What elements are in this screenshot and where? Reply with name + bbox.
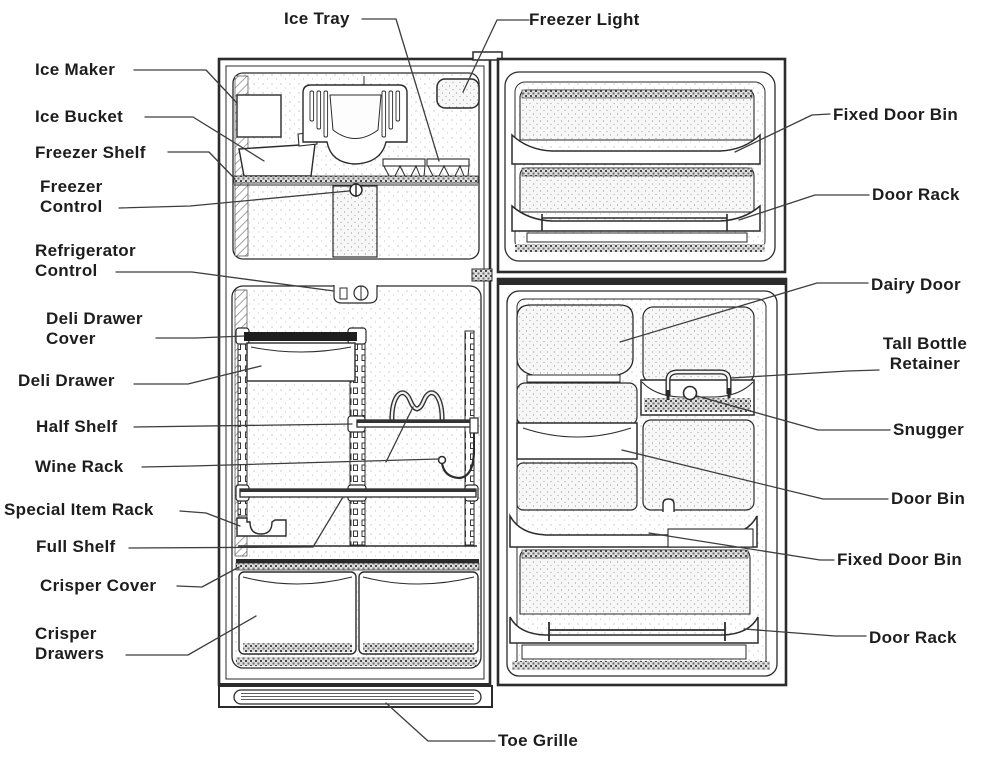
label-ice-tray: Ice Tray <box>284 9 350 28</box>
label-crisper-drawers: Crisper Drawers <box>35 624 105 663</box>
freezer-shelf-part <box>233 175 479 184</box>
leader-wine-rack-branch <box>385 406 414 463</box>
fixed-door-bin-step <box>667 528 754 548</box>
leader-deli-drawer-cover <box>155 335 245 339</box>
toe-grille-part <box>218 685 493 708</box>
leader-fixed-door-bin-fridge <box>648 532 835 561</box>
leader-lines <box>115 18 891 742</box>
label-half-shelf: Half Shelf <box>36 417 118 436</box>
leader-door-rack-fridge <box>743 628 867 637</box>
freezer-door-rack-part <box>511 167 761 232</box>
label-deli-drawer: Deli Drawer <box>18 371 115 390</box>
leader-deli-drawer <box>133 365 262 385</box>
half-shelf-part <box>347 415 479 480</box>
label-freezer-shelf: Freezer Shelf <box>35 143 146 162</box>
leader-door-bin <box>621 449 889 500</box>
crisper-drawer-left <box>238 571 357 655</box>
refrigerator-control-part <box>333 285 378 304</box>
leader-half-shelf <box>133 423 353 428</box>
leader-freezer-shelf <box>167 151 236 180</box>
freezer-light-part <box>436 78 480 109</box>
tall-bottle-retainer-bin <box>640 369 755 416</box>
label-full-shelf: Full Shelf <box>36 537 116 556</box>
leader-fixed-door-bin-freezer <box>734 113 831 153</box>
air-duct <box>332 185 378 258</box>
label-ice-bucket: Ice Bucket <box>35 107 124 126</box>
leader-freezer-control <box>118 190 350 209</box>
freezer-door <box>496 57 787 274</box>
freezer-control-part <box>349 183 363 197</box>
leader-ice-tray <box>361 18 440 162</box>
crisper-cover-part <box>235 545 480 571</box>
label-freezer-control: Freezer Control <box>40 177 103 216</box>
leader-special-item-rack <box>179 510 241 527</box>
label-door-bin: Door Bin <box>891 489 966 508</box>
freezer-compartment <box>232 72 480 260</box>
leader-crisper-drawers <box>125 615 257 656</box>
leader-freezer-light <box>462 19 530 93</box>
rail-right <box>464 330 475 546</box>
top-hinge <box>472 51 503 61</box>
dairy-door-part <box>516 304 634 383</box>
nameplate <box>471 268 493 282</box>
freezer-fixed-door-bin-part <box>511 89 761 165</box>
crisper-drawer-right <box>358 571 479 655</box>
leader-tall-bottle-retainer <box>730 369 880 379</box>
wide-door-bin-front <box>509 498 758 548</box>
wine-rack-part <box>389 390 445 425</box>
refrigerator-door <box>496 277 788 687</box>
leader-door-rack-freezer <box>738 194 870 221</box>
special-item-rack-part <box>236 517 287 537</box>
label-refrigerator-control: Refrigerator Control <box>35 241 136 280</box>
label-wine-rack: Wine Rack <box>35 457 124 476</box>
deli-drawer-part <box>246 342 356 382</box>
leader-toe-grille <box>385 702 496 742</box>
leader-ice-bucket <box>144 116 265 162</box>
full-shelf-part <box>235 484 479 502</box>
door-bin-part <box>516 382 638 460</box>
shelf-hook <box>437 455 447 465</box>
label-toe-grille: Toe Grille <box>498 731 579 750</box>
leader-dairy-door <box>619 282 869 343</box>
leader-refrigerator-control <box>115 271 335 292</box>
fridge-fixed-door-bin-part <box>519 549 751 615</box>
snugger-part <box>682 385 698 401</box>
fridge-door-rack-part <box>509 616 759 644</box>
fresh-food-compartment <box>219 285 490 685</box>
leader-crisper-cover <box>176 566 240 588</box>
label-deli-drawer-cover: Deli Drawer Cover <box>46 309 143 348</box>
ice-bucket-part <box>238 143 316 177</box>
leader-ice-maker <box>133 69 238 104</box>
label-fixed-door-bin-freezer: Fixed Door Bin <box>833 105 959 124</box>
leader-snugger <box>696 395 891 431</box>
auger-housing <box>302 76 408 165</box>
leader-wine-rack <box>141 458 440 468</box>
ice-maker-part <box>236 94 282 138</box>
label-door-rack-freezer: Door Rack <box>872 185 960 204</box>
label-crisper-cover: Crisper Cover <box>40 576 157 595</box>
label-snugger: Snugger <box>893 420 965 439</box>
label-fixed-door-bin-fridge: Fixed Door Bin <box>837 550 963 569</box>
leader-full-shelf <box>128 496 344 549</box>
label-freezer-light: Freezer Light <box>529 10 640 29</box>
label-ice-maker: Ice Maker <box>35 60 116 79</box>
label-dairy-door: Dairy Door <box>871 275 961 294</box>
label-special-item-rack: Special Item Rack <box>4 500 154 519</box>
label-tall-bottle-retainer: Tall Bottle Retainer <box>882 334 968 373</box>
label-door-rack-fridge: Door Rack <box>869 628 957 647</box>
